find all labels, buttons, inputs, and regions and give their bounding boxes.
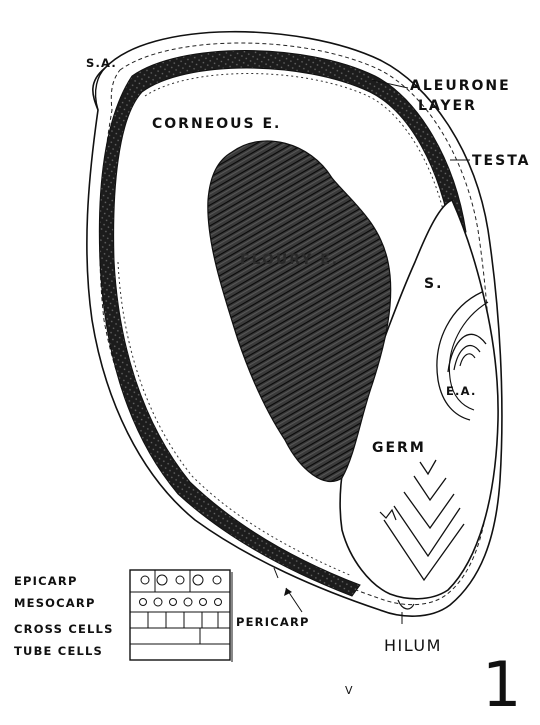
label-testa: TESTA bbox=[472, 153, 531, 169]
label-corneous-endosperm: CORNEOUS E. bbox=[152, 116, 281, 132]
pericarp-inset bbox=[130, 570, 232, 662]
label-scutellum: S. bbox=[424, 276, 443, 292]
label-germ: GERM bbox=[372, 440, 426, 456]
label-silk-attachment: S.A. bbox=[86, 56, 117, 70]
label-layer: LAYER bbox=[418, 98, 477, 114]
label-pericarp: PERICARP bbox=[236, 615, 310, 629]
label-tube-cells: TUBE CELLS bbox=[14, 644, 103, 658]
label-hilum: HILUM bbox=[384, 636, 442, 655]
label-epicarp: EPICARP bbox=[14, 574, 78, 588]
label-embryonic-axis: E.A. bbox=[446, 384, 477, 398]
label-floury-endosperm: FLOURY E. bbox=[240, 252, 339, 268]
v-mark: V bbox=[345, 684, 353, 697]
label-mesocarp: MESOCARP bbox=[14, 596, 96, 610]
figure-number: 1 bbox=[482, 648, 521, 721]
label-aleurone: ALEURONE bbox=[410, 78, 511, 94]
label-cross-cells: CROSS CELLS bbox=[14, 622, 114, 636]
